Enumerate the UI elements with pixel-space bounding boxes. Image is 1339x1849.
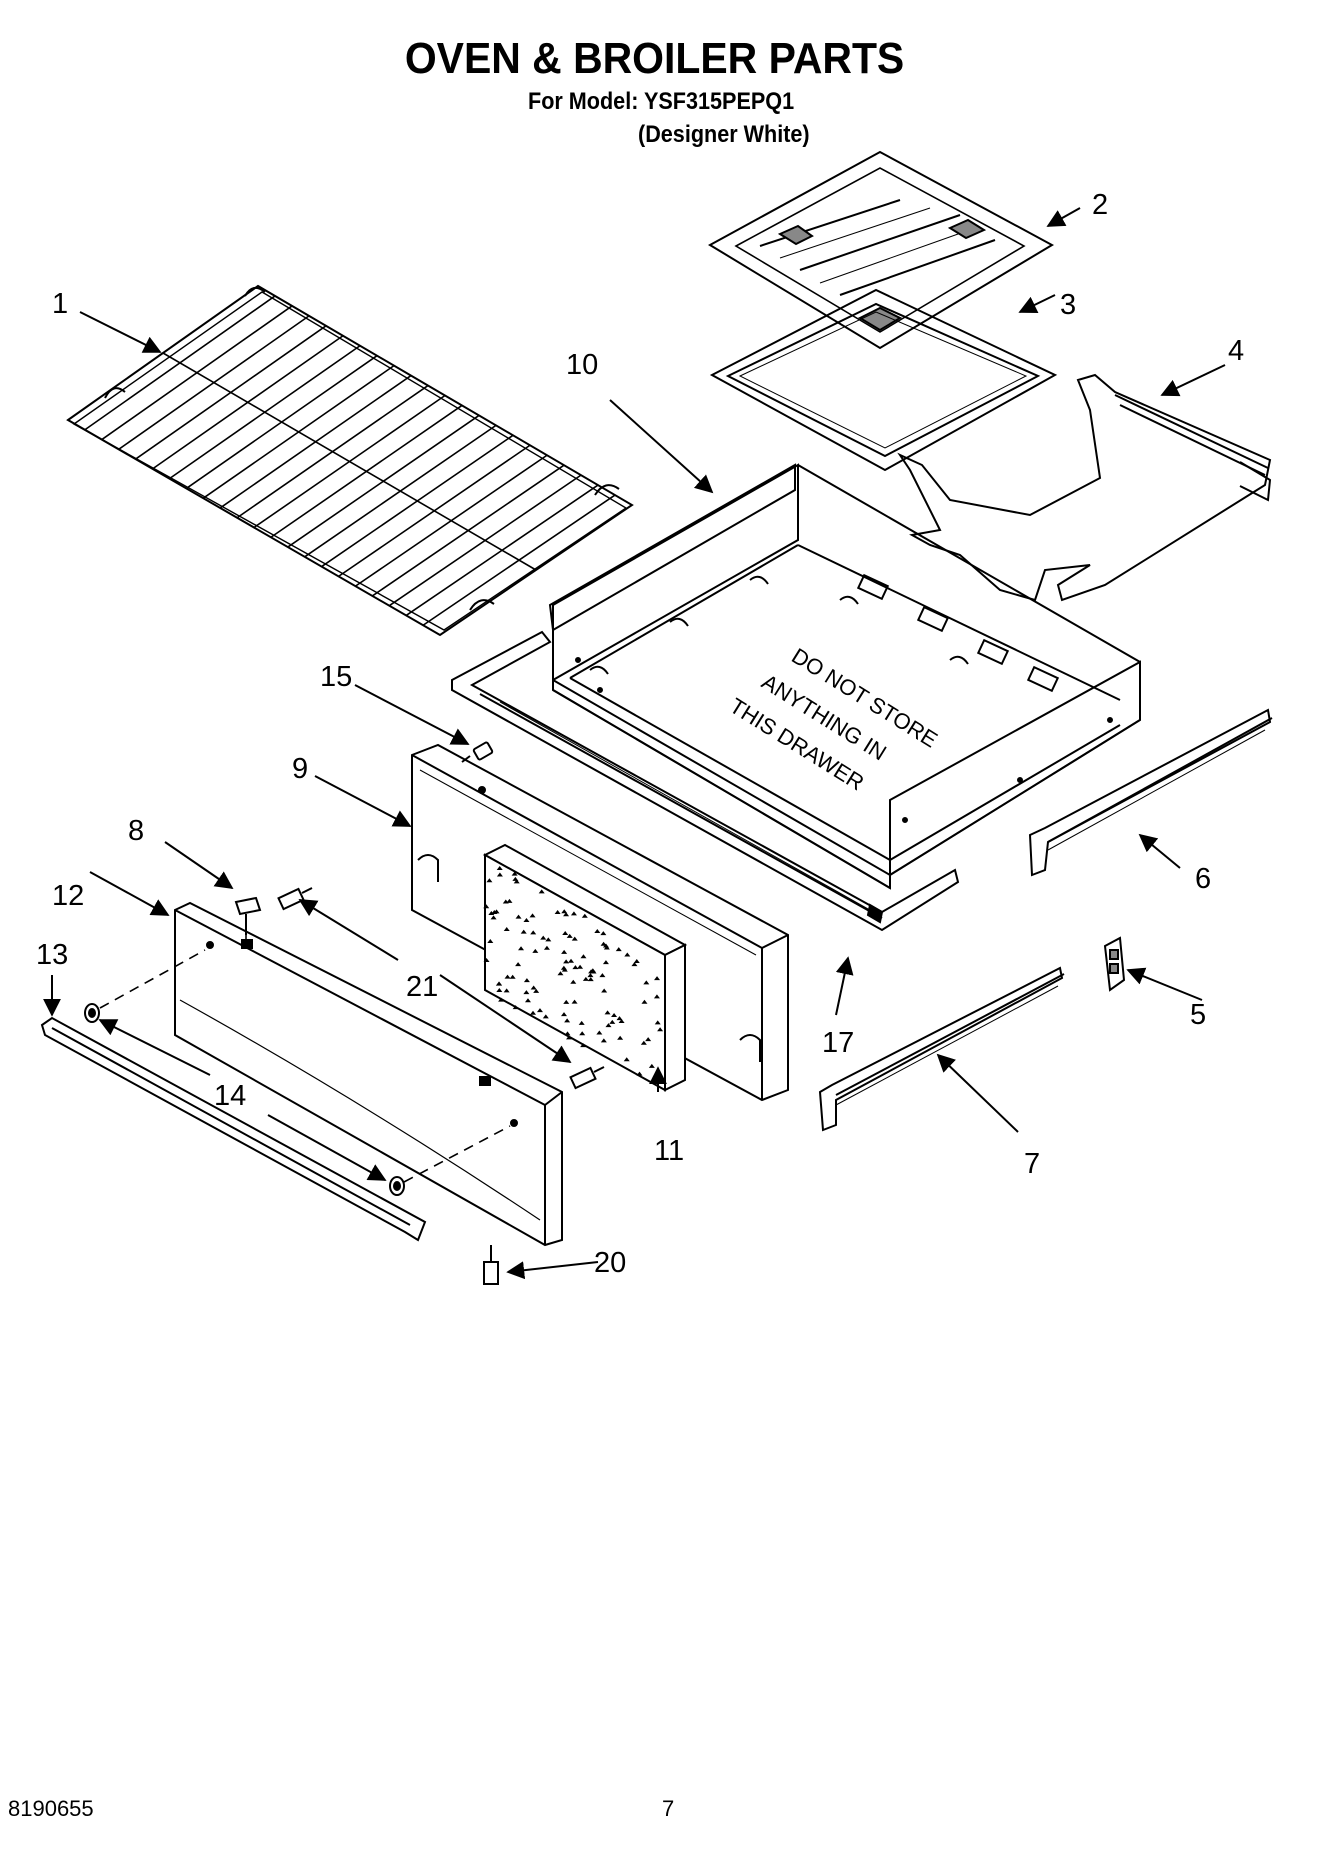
callout-13: 13	[36, 939, 68, 971]
callout-9: 9	[292, 753, 308, 785]
drawer-notice: DO NOT STORE ANYTHING IN THIS DRAWER	[725, 643, 942, 795]
variant-label: (Designer White)	[638, 121, 810, 148]
callout-1: 1	[52, 288, 68, 320]
document-number: 8190655	[8, 1796, 94, 1821]
broiler-grid	[709, 288, 1058, 472]
rack-wires	[84, 295, 616, 626]
front-drawer-panel	[174, 901, 563, 1247]
assembly-lines	[99, 935, 511, 1183]
callout-2: 2	[1092, 189, 1108, 221]
screws	[234, 741, 605, 1285]
bumpers	[84, 1003, 405, 1196]
callout-7: 7	[1024, 1148, 1040, 1180]
callout-4: 4	[1228, 335, 1244, 367]
insulation-block	[482, 843, 688, 1092]
callout-20: 20	[594, 1247, 626, 1279]
model-label: For Model: YSF315PEPQ1	[528, 88, 795, 115]
callout-numbers: 1 2 3 4 5 6 7 8 9 10 11 12 13 14 15 17 2…	[36, 189, 1244, 1279]
front-trim	[40, 1016, 427, 1242]
storage-drawer	[548, 463, 1141, 890]
callout-14: 14	[214, 1080, 246, 1112]
drawer-frame	[451, 630, 960, 932]
clip	[1103, 936, 1126, 992]
inner-drawer-panel	[411, 743, 789, 1102]
callout-10: 10	[566, 349, 598, 381]
callout-6: 6	[1195, 863, 1211, 895]
slide-rail-right	[1028, 708, 1273, 877]
callout-5: 5	[1190, 999, 1206, 1031]
broiler-pan	[707, 150, 1055, 350]
slide-rail-left	[818, 966, 1065, 1132]
callout-17: 17	[822, 1027, 854, 1059]
callout-8: 8	[128, 815, 144, 847]
callout-3: 3	[1060, 289, 1076, 321]
page-title: OVEN & BROILER PARTS	[404, 34, 905, 83]
page-number: 7	[662, 1796, 675, 1821]
broiler-rack-wire	[897, 373, 1272, 602]
leader-lines	[43, 207, 1226, 1280]
callout-12: 12	[52, 880, 84, 912]
callout-15: 15	[320, 661, 352, 693]
callout-11: 11	[654, 1135, 684, 1167]
callout-21: 21	[406, 971, 438, 1003]
oven-rack	[66, 284, 634, 637]
